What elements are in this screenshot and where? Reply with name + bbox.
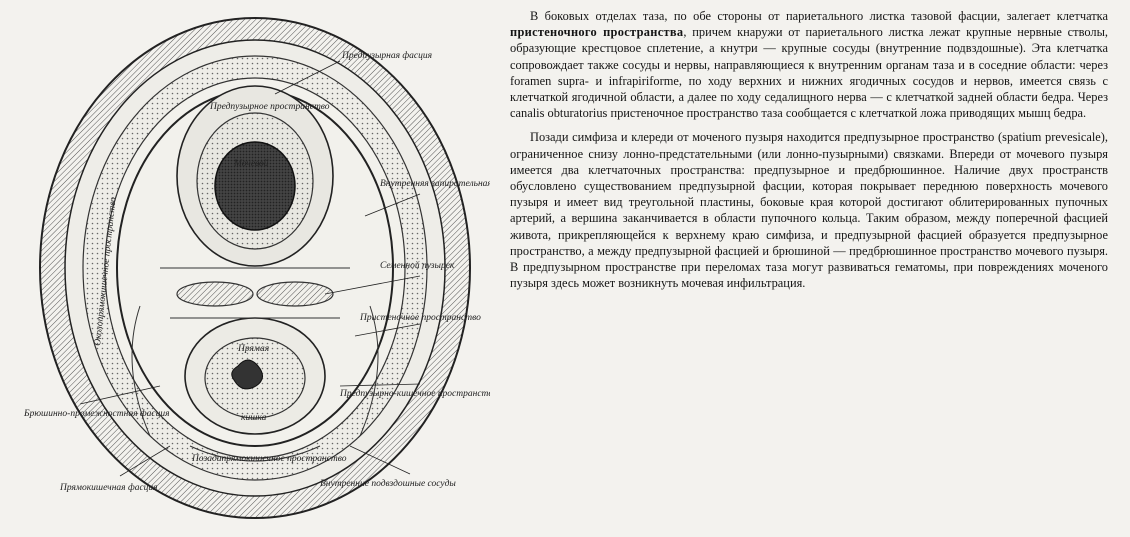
p1-part-2: , причем кнаружи от париетального листка…	[510, 25, 1108, 121]
pelvis-cross-section-figure: Околопрямокишечное пространство Предпузы…	[20, 6, 490, 530]
label-kishka: кишка	[241, 413, 267, 423]
paragraph-2: Позади симфиза и клереди от моченого пуз…	[510, 130, 1108, 291]
label-pozadi-pryam: Позадипрямокишечное пространство	[191, 453, 347, 464]
seminal-vesicle-left	[176, 281, 254, 307]
label-bryush-prom: Брюшинно-промежностная фасция	[23, 408, 170, 419]
label-vnutr-zapir: Внутренняя запирательная мышца	[380, 179, 490, 189]
label-pryam: Прямая	[237, 344, 269, 354]
rectum-lumen	[231, 359, 263, 390]
article-body: В боковых отделах таза, по обе стороны о…	[510, 8, 1108, 299]
paragraph-1: В боковых отделах таза, по обе стороны о…	[510, 8, 1108, 121]
p1-part-1: В боковых отделах таза, по обе стороны о…	[530, 9, 1108, 23]
label-predpuz-kish: Предпузырно-кишечное пространство	[339, 388, 490, 399]
label-vnutr-podv: Внутренние подвздошные сосуды	[320, 478, 456, 489]
label-semennoi: Семенной пузырек	[380, 260, 455, 271]
seminal-vesicle-right	[256, 281, 334, 307]
label-predpuz-fascia: Предпузырная фасция	[341, 50, 432, 61]
pelvis-diagram: Околопрямокишечное пространство Предпузы…	[23, 17, 490, 519]
label-prostr-pristen: Пристеночное пространство	[359, 313, 481, 323]
label-predpuz-prostr: Предпузырное пространство	[209, 101, 330, 112]
label-mochevoi: Мочевой	[233, 158, 269, 169]
label-pryamokish-fascia: Прямокишечная фасция	[59, 482, 158, 493]
p1-term-pristenochnoe: пристеночного пространства	[510, 25, 684, 40]
bladder-lumen	[214, 141, 296, 231]
